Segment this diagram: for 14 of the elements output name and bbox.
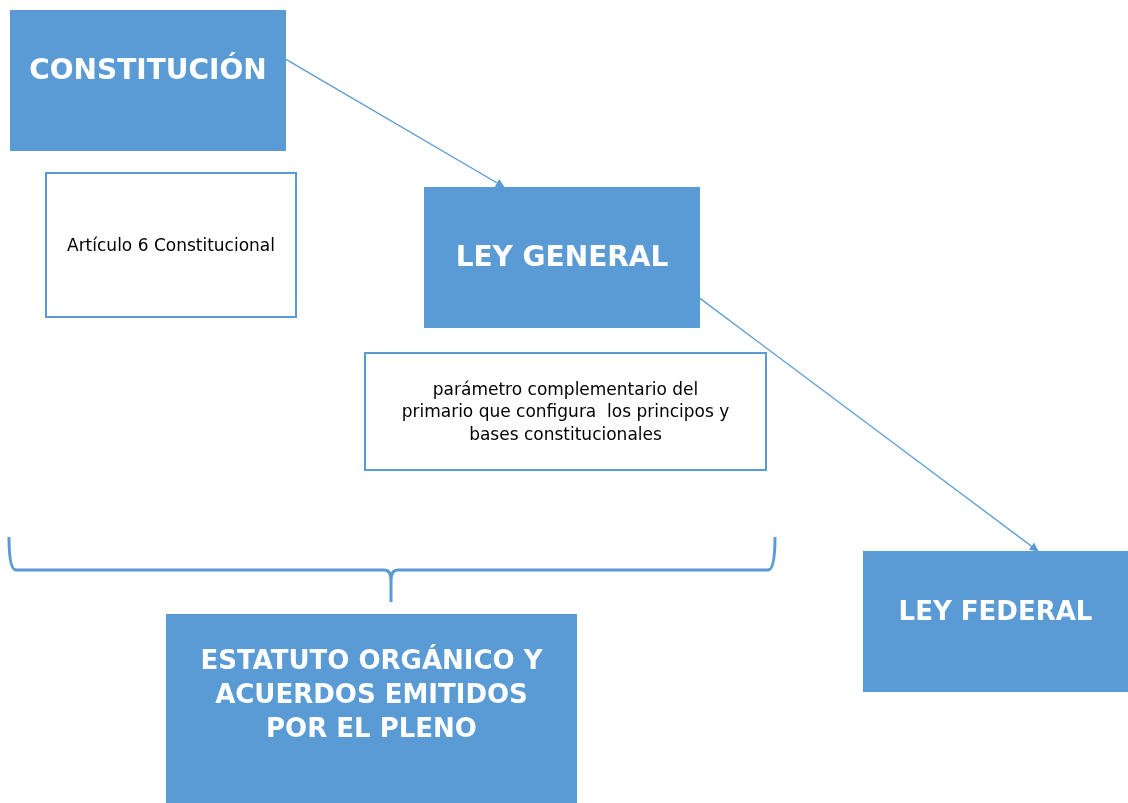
note-text: Artículo 6 Constitucional [67,233,275,257]
note-box [364,352,767,471]
note-text: parámetro complementario del primario que configura los principos y bases constitucionales [400,378,731,445]
process-box [424,187,700,328]
box-label: LEY FEDERAL [898,595,1093,628]
arrow [699,297,1039,552]
title-box [10,10,286,151]
box-label: LEY GENERAL [455,239,669,276]
arrow [285,58,505,188]
box-label: CONSTITUCIÓN [29,52,267,88]
process-box [166,614,577,803]
box-label: ESTATUTO ORGÁNICO Y ACUERDOS EMITIDOS POR EL PLENO [199,644,544,745]
note-box [45,172,297,318]
process-box [863,551,1128,692]
